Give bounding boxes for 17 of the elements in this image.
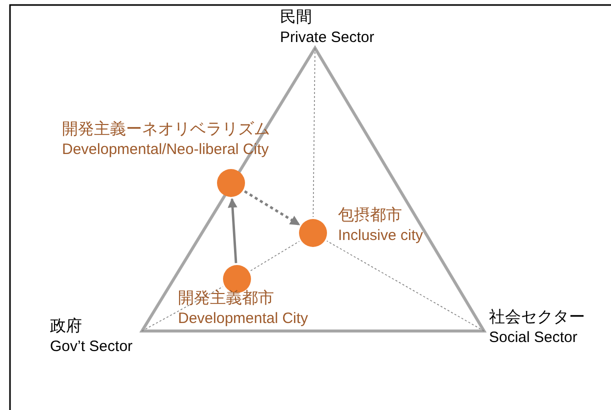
city-label-japanese: 開発主義都市 — [178, 289, 275, 309]
city-label: Inclusive city — [338, 226, 424, 246]
city-label-japanese: 開発主義ーネオリベラリズム — [62, 120, 270, 140]
city-marker-circle — [217, 169, 245, 197]
sector-label: Gov’t Sector — [50, 337, 133, 357]
city-label: Developmental/Neo-liberal City — [62, 140, 270, 160]
dotted-line — [250, 240, 300, 272]
sector-label: Social Sector — [489, 328, 578, 348]
city-label: Developmental City — [178, 309, 308, 329]
sector-label-japanese: 政府 — [50, 317, 83, 337]
arrow — [244, 190, 300, 226]
sector-label: Private Sector — [280, 28, 374, 48]
sector-label-japanese: 民間 — [280, 8, 313, 28]
city-marker-circle — [299, 219, 327, 247]
arrow — [228, 198, 238, 264]
city-label-japanese: 包摂都市 — [338, 206, 403, 226]
sector-label-japanese: 社会セクター — [489, 308, 585, 328]
